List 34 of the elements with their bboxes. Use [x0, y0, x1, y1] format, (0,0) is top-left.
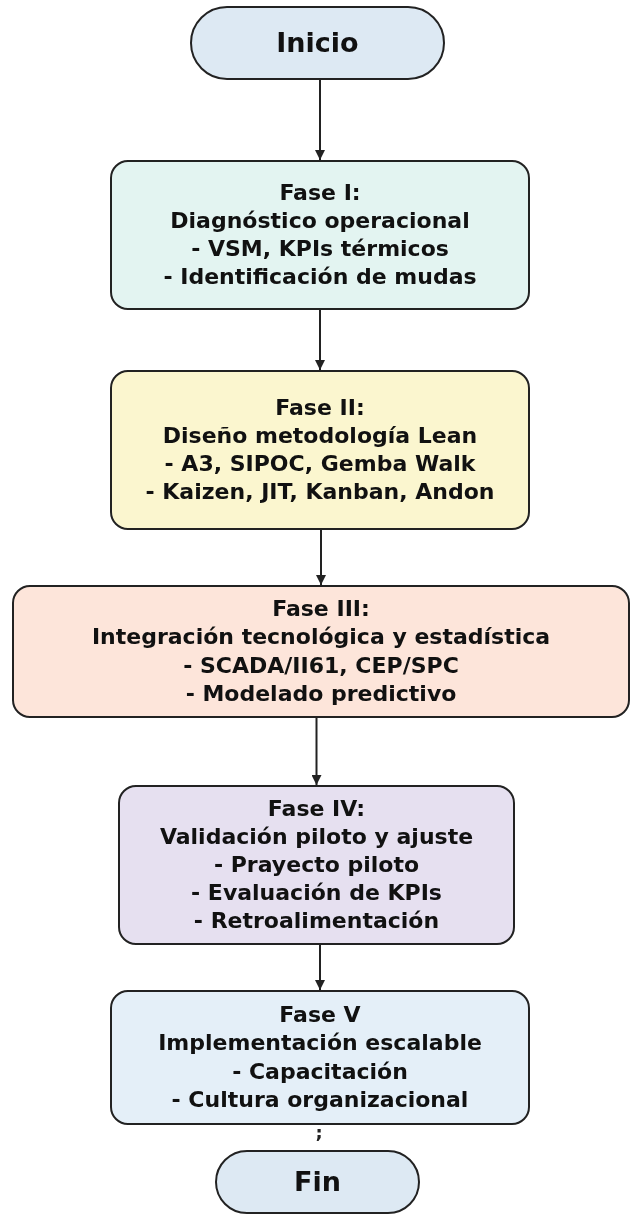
phase-heading: Fase V	[279, 1001, 361, 1030]
process-box	[110, 990, 530, 1125]
phase-title: Integración tecnológica y estadística	[91, 623, 551, 652]
bullet-item: - Capacitación	[232, 1057, 408, 1086]
process-box	[110, 160, 530, 310]
bullet-item: - Cultura organizacional	[171, 1085, 469, 1114]
phase-heading: Fase IV:	[267, 794, 366, 823]
bullet-item: - Evaluación de KPIs	[191, 879, 442, 908]
bullet-item: - Retroalimentación	[193, 907, 440, 936]
terminal-label: Inicio	[276, 25, 359, 60]
phase-heading: Fase I:	[279, 178, 361, 207]
phase-title: Diagnóstico operacional	[170, 206, 470, 235]
bullet-item: - Prayecto piloto	[213, 850, 420, 879]
arrow	[316, 529, 326, 586]
process-box	[118, 785, 515, 945]
note-mark: ;	[314, 1122, 324, 1143]
arrow	[315, 944, 325, 991]
bullet-item: - Kaizen, JIT, Kanban, Andon	[145, 478, 495, 507]
phase-title: Validación piloto y ajuste	[159, 822, 474, 851]
terminal-label: Fin	[294, 1164, 341, 1199]
process-box	[110, 370, 530, 530]
bullet-item: - Identificación de mudas	[163, 263, 477, 292]
bullet-item: - VSM, KPIs térmicos	[191, 235, 449, 263]
phase-title: Diseño metodología Lean	[162, 421, 478, 450]
arrow	[315, 309, 325, 371]
phase-title: Implementación escalable	[158, 1029, 482, 1058]
bullet-item: - A3, SIPOC, Gemba Walk	[164, 450, 476, 478]
bullet-item: - SCADA/II61, CEP/SPC	[183, 651, 459, 680]
phase-heading: Fase II:	[275, 393, 365, 422]
bullet-item: - Modelado predictivo	[185, 679, 457, 708]
phase-heading: Fase III:	[272, 595, 370, 624]
arrow	[315, 79, 325, 161]
arrow	[311, 717, 322, 786]
process-box	[12, 585, 630, 718]
